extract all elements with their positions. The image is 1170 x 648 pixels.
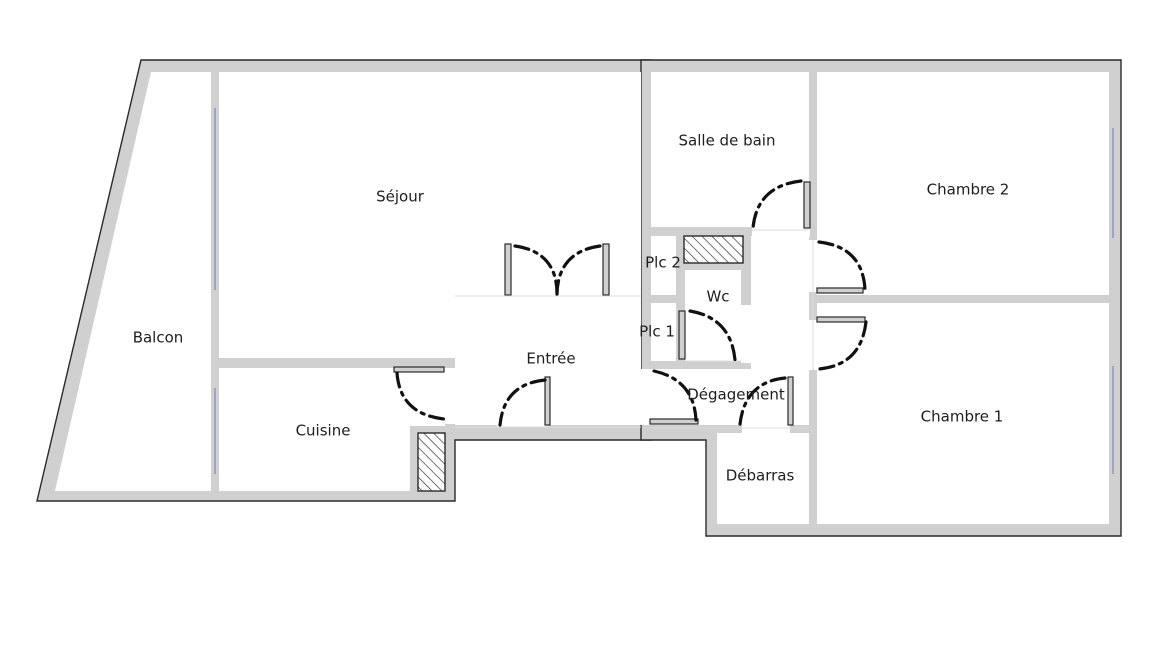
passage-guides: [455, 229, 814, 429]
degagement-area: [651, 236, 809, 425]
door-leaf-chambre1: [816, 316, 866, 323]
swing-chambre1: [817, 320, 868, 371]
swing-wc: [688, 309, 737, 362]
door-leaf-debarras: [787, 376, 794, 426]
door-leaf-degagement: [649, 418, 699, 425]
room-label-plc2: Plc 2: [645, 254, 681, 272]
room-label-sejour: Séjour: [376, 188, 425, 206]
ducts: [417, 235, 744, 492]
opening-debarras: [742, 424, 790, 434]
opening-wc: [741, 305, 752, 363]
entree-area: [455, 303, 641, 427]
door-leaf-sejour-right: [602, 243, 610, 296]
plc2-area: [651, 236, 676, 295]
chambre1-area: [817, 303, 1109, 524]
door-leaf-sdb: [803, 181, 811, 229]
debarras-area: [717, 433, 809, 524]
door-leaf-sejour-left: [504, 243, 512, 296]
door-leaves: [393, 181, 866, 426]
room-label-chambre2: Chambre 2: [927, 181, 1010, 199]
room-label-salle-de-bain: Salle de bain: [679, 132, 776, 150]
swing-debarras: [738, 376, 787, 426]
door-swings: [395, 179, 868, 427]
room-label-wc: Wc: [706, 288, 729, 306]
chambre2-area: [817, 72, 1109, 295]
swing-degagement: [652, 369, 698, 422]
door-leaf-chambre2: [816, 287, 864, 294]
swing-cuisine: [395, 371, 446, 421]
room-label-degagement: Dégagement: [687, 386, 785, 404]
swing-sejour-right: [555, 244, 602, 296]
room-interiors: [55, 72, 1109, 524]
room-labels: Balcon Séjour Cuisine Entrée Salle de ba…: [133, 132, 1010, 485]
windows: [214, 108, 1114, 474]
plc1-area: [651, 303, 676, 361]
room-label-cuisine: Cuisine: [296, 422, 351, 440]
swing-entree: [498, 378, 547, 427]
opening-entree-degagement: [640, 369, 652, 425]
cuisine-area: [219, 368, 410, 491]
opening-cuisine: [444, 368, 456, 424]
swing-sdb: [751, 179, 803, 230]
door-leaf-cuisine: [393, 366, 445, 373]
opening-sejour-entree: [510, 290, 605, 304]
door-leaf-wc: [678, 310, 686, 360]
room-label-entree: Entrée: [526, 350, 575, 368]
duct-bathroom: [683, 235, 744, 264]
opening-sdb-degagement: [752, 226, 810, 237]
door-leaf-entree: [544, 376, 551, 426]
room-label-chambre1: Chambre 1: [921, 408, 1004, 426]
cuisine-nook: [410, 368, 445, 426]
room-label-plc1: Plc 1: [639, 323, 675, 341]
swing-chambre2: [817, 240, 867, 292]
room-label-balcon: Balcon: [133, 329, 184, 347]
salle-de-bain-area: [651, 72, 809, 227]
room-label-debarras: Débarras: [726, 467, 795, 485]
balcon-area: [55, 72, 211, 491]
duct-kitchen: [417, 432, 446, 492]
